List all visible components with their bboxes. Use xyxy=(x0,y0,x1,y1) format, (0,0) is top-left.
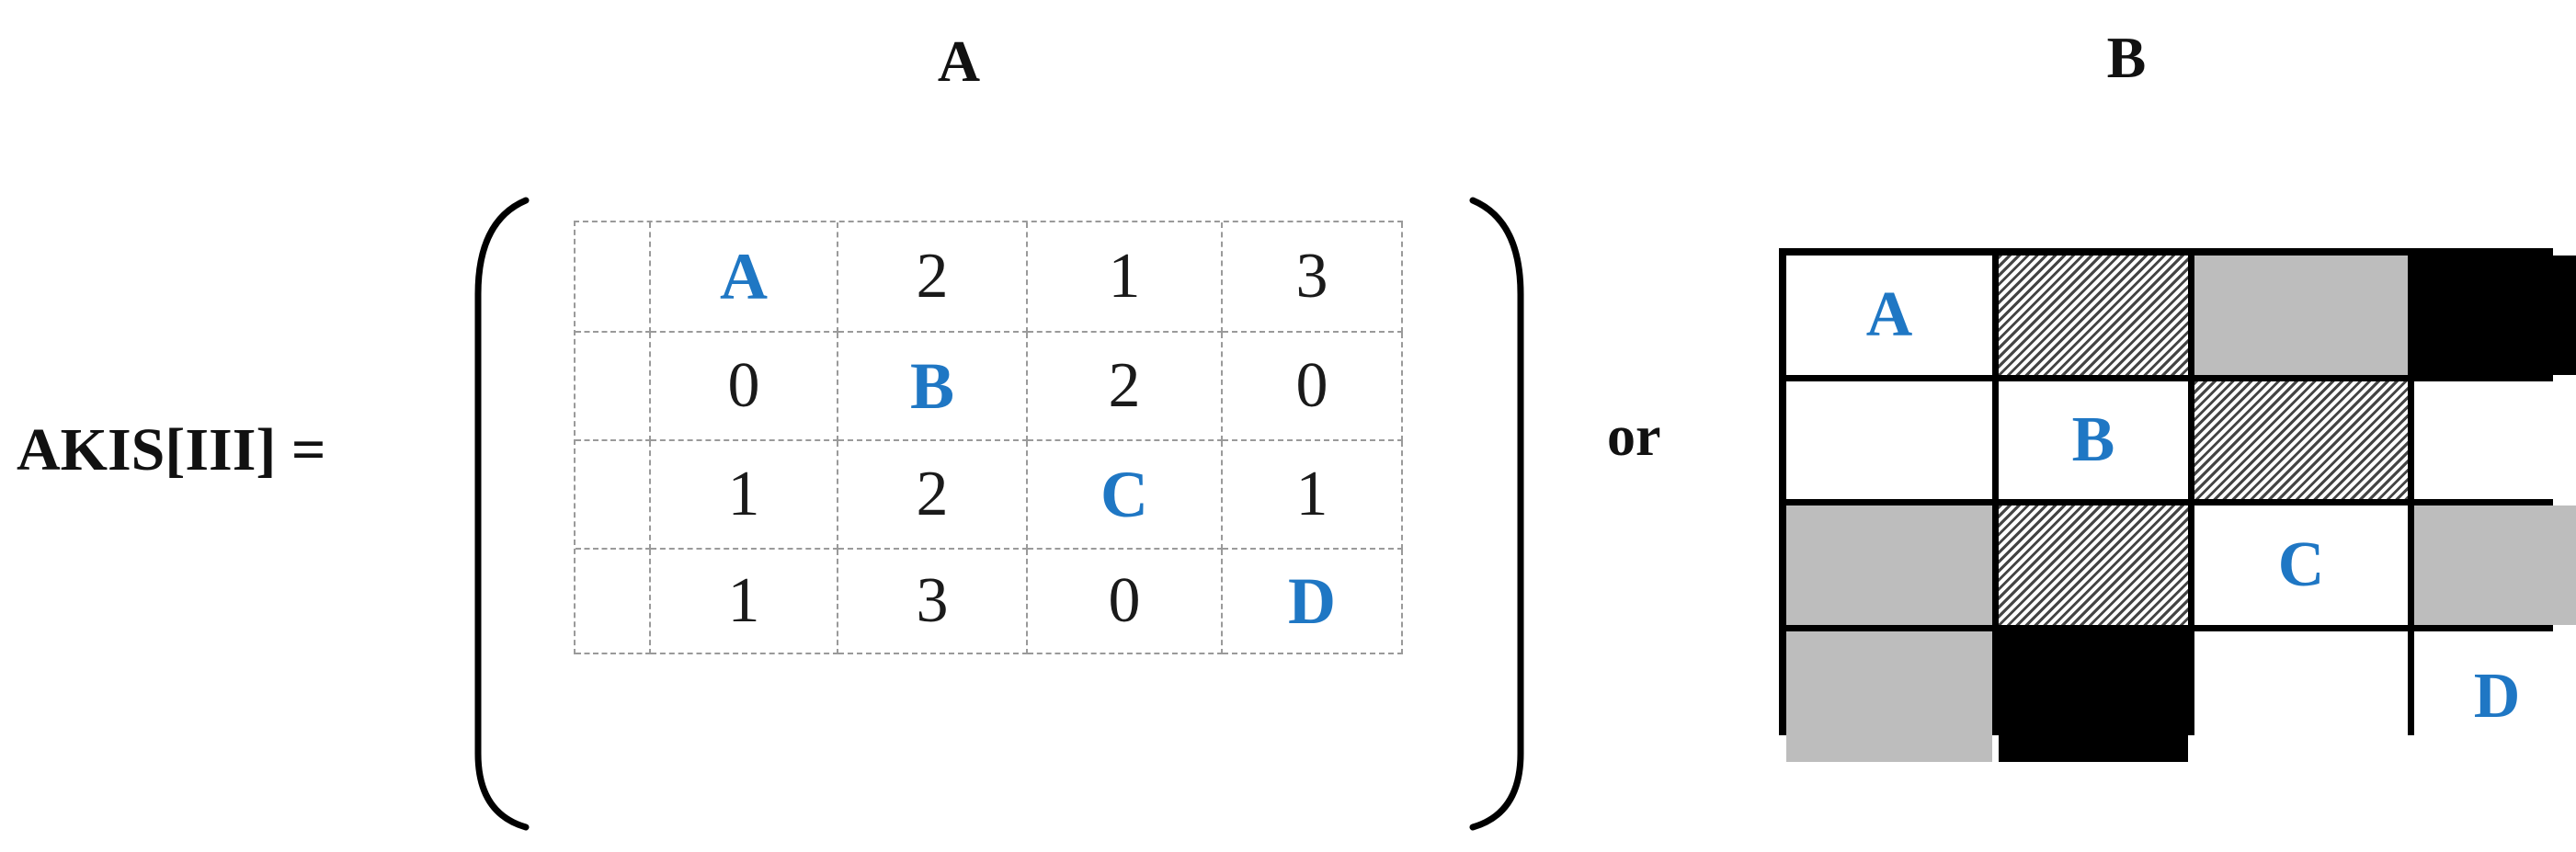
matrix-cell: 2 xyxy=(838,441,1028,550)
pattern-cell-white: B xyxy=(1999,381,2188,499)
matrix-cell: 1 xyxy=(1028,222,1223,333)
pattern-cell-black xyxy=(2414,256,2576,375)
panel-label-a: A xyxy=(937,28,981,94)
matrix-blank-cell xyxy=(576,550,651,654)
matrix-cell: 2 xyxy=(838,222,1028,333)
matrix-cell: 1 xyxy=(651,441,838,550)
pattern-cell-white xyxy=(1786,381,1992,499)
panel-label-b: B xyxy=(2106,25,2147,90)
pattern-cell-black xyxy=(1999,631,2188,762)
left-parenthesis xyxy=(474,197,530,831)
matrix-blank-cell xyxy=(576,222,651,333)
matrix-cell: 1 xyxy=(651,550,838,654)
pattern-cell-white: D xyxy=(2414,631,2576,762)
pattern-cell-white xyxy=(2194,631,2408,762)
matrix-cell: C xyxy=(1028,441,1223,550)
matrix-cell: 3 xyxy=(1223,222,1403,333)
matrix-cell: 1 xyxy=(1223,441,1403,550)
matrix-cell: 0 xyxy=(651,333,838,441)
matrix-cell: 0 xyxy=(1028,550,1223,654)
pattern-cell-white: C xyxy=(2194,506,2408,625)
matrix-blank-cell xyxy=(576,441,651,550)
matrix-cell: A xyxy=(651,222,838,333)
matrix-cell: B xyxy=(838,333,1028,441)
pattern-cell-gray xyxy=(2194,256,2408,375)
right-parenthesis xyxy=(1469,197,1524,831)
pattern-cell-hatch xyxy=(1999,256,2188,375)
matrix-cell: 2 xyxy=(1028,333,1223,441)
pattern-cell-gray xyxy=(1786,506,1992,625)
pattern-cell-gray xyxy=(2414,506,2576,625)
matrix-cell: 3 xyxy=(838,550,1028,654)
equation-label: AKIS[III] = xyxy=(17,416,326,483)
or-connector: or xyxy=(1607,405,1661,468)
matrix-cell: 0 xyxy=(1223,333,1403,441)
pattern-cell-hatch xyxy=(1999,506,2188,625)
matrix-blank-cell xyxy=(576,333,651,441)
pattern-cell-gray xyxy=(1786,631,1992,762)
pattern-cell-white xyxy=(2414,381,2576,499)
pattern-cell-white: A xyxy=(1786,256,1992,375)
matrix-cell: D xyxy=(1223,550,1403,654)
pattern-cell-hatch xyxy=(2194,381,2408,499)
